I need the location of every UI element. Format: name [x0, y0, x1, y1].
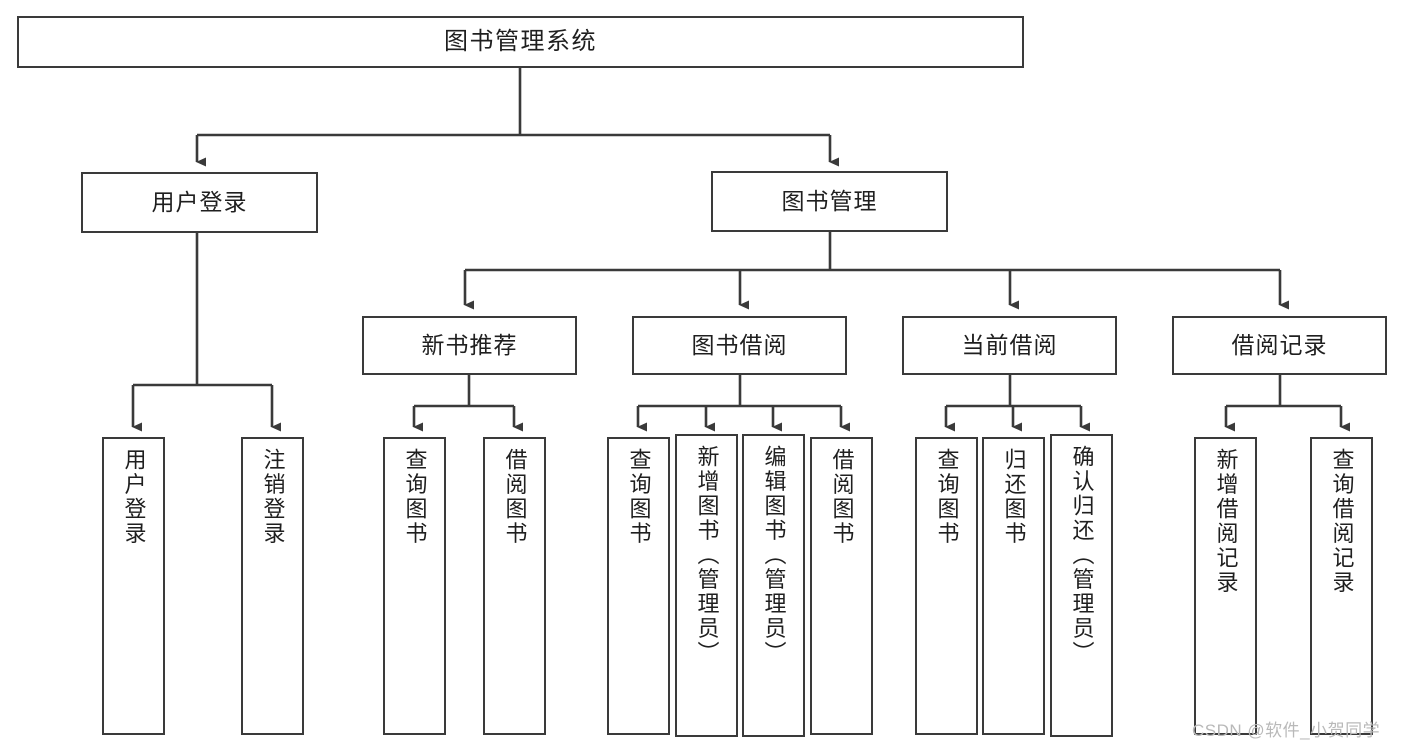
node-book-borrow[interactable]: 图书借阅: [632, 316, 847, 375]
node-label: 编辑图书（管理员）: [761, 445, 787, 666]
node-root-system[interactable]: 图书管理系统: [17, 16, 1024, 68]
node-label: 查询图书: [402, 448, 428, 546]
node-label: 图书借阅: [691, 331, 788, 358]
node-leaf-logout-login[interactable]: 注销登录: [241, 437, 304, 735]
node-leaf-add-book[interactable]: 新增图书（管理员）: [675, 434, 738, 737]
node-label: 借阅图书: [829, 448, 855, 546]
node-leaf-query-book-2[interactable]: 查询图书: [607, 437, 670, 735]
node-leaf-confirm-return[interactable]: 确认归还（管理员）: [1050, 434, 1113, 737]
node-leaf-user-login[interactable]: 用户登录: [102, 437, 165, 735]
node-leaf-edit-book[interactable]: 编辑图书（管理员）: [742, 434, 805, 737]
node-label: 借阅图书: [502, 448, 528, 546]
node-leaf-query-book-1[interactable]: 查询图书: [383, 437, 446, 735]
node-label: 用户登录: [121, 448, 147, 546]
node-label: 注销登录: [260, 448, 286, 546]
node-label: 查询图书: [934, 448, 960, 546]
node-leaf-query-record[interactable]: 查询借阅记录: [1310, 437, 1373, 735]
node-label: 当前借阅: [961, 331, 1058, 358]
csdn-watermark: CSDN @软件_小贺同学: [1192, 721, 1381, 740]
node-label: 确认归还（管理员）: [1069, 445, 1095, 666]
node-label: 图书管理系统: [444, 27, 597, 55]
node-borrow-record[interactable]: 借阅记录: [1172, 316, 1387, 375]
node-label: 新增借阅记录: [1213, 448, 1239, 595]
node-book-manage[interactable]: 图书管理: [711, 171, 948, 232]
node-current-borrow[interactable]: 当前借阅: [902, 316, 1117, 375]
node-new-book-recommend[interactable]: 新书推荐: [362, 316, 577, 375]
node-leaf-borrow-book-1[interactable]: 借阅图书: [483, 437, 546, 735]
node-label: 图书管理: [781, 187, 878, 214]
node-leaf-query-book-3[interactable]: 查询图书: [915, 437, 978, 735]
node-label: 归还图书: [1001, 448, 1027, 546]
node-label: 查询借阅记录: [1329, 448, 1355, 595]
node-leaf-borrow-book-2[interactable]: 借阅图书: [810, 437, 873, 735]
node-label: 新书推荐: [421, 331, 518, 358]
node-user-login[interactable]: 用户登录: [81, 172, 318, 233]
node-label: 新增图书（管理员）: [694, 445, 720, 666]
node-leaf-return-book[interactable]: 归还图书: [982, 437, 1045, 735]
node-label: 查询图书: [626, 448, 652, 546]
node-label: 用户登录: [151, 188, 248, 215]
node-label: 借阅记录: [1231, 331, 1328, 358]
node-leaf-add-record[interactable]: 新增借阅记录: [1194, 437, 1257, 735]
